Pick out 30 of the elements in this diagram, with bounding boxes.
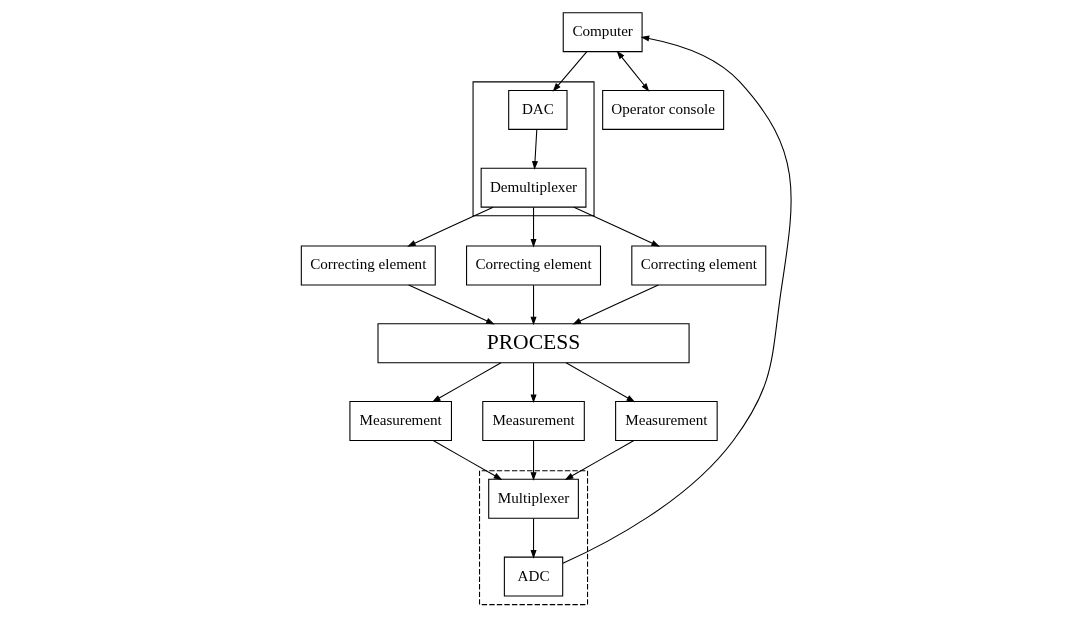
arrow: [572, 206, 660, 247]
node-box: Measurement: [348, 401, 452, 441]
arrow: [530, 518, 537, 559]
arrow: [407, 284, 495, 325]
node-box: DAC: [507, 89, 568, 130]
node-box: Operator console: [601, 89, 724, 130]
arrow: [431, 362, 502, 403]
node-box: Correcting element: [300, 245, 436, 286]
node-box: Correcting element: [465, 245, 601, 286]
node-box: Computer: [562, 12, 643, 53]
node-box: Correcting element: [630, 245, 766, 286]
node-box: ADC: [503, 556, 563, 597]
node-box: Multiplexer: [487, 478, 579, 519]
node-box: Measurement: [614, 401, 718, 441]
arrow: [432, 440, 502, 480]
arrow: [531, 129, 538, 170]
node-box: Measurement: [481, 401, 585, 441]
arrow: [564, 440, 634, 480]
arrow: [530, 206, 537, 248]
arrow: [552, 51, 587, 92]
arrow: [530, 284, 537, 326]
node-box: Demultiplexer: [480, 167, 586, 208]
arrow: [530, 362, 537, 404]
arrow: [571, 284, 659, 325]
node-box: PROCESS: [376, 323, 690, 364]
arrow: [616, 50, 649, 92]
arrow: [530, 440, 537, 481]
arrow: [406, 206, 494, 247]
arrow: [561, 35, 792, 564]
arrow: [565, 362, 635, 403]
